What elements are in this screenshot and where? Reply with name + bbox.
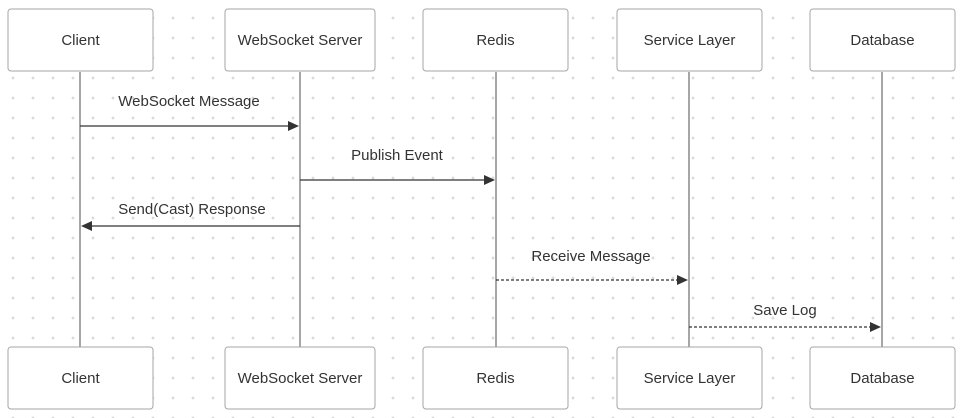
participant-label: Database (850, 32, 914, 49)
participant-websocket-server-bottom: WebSocket Server (224, 346, 376, 410)
participant-label: WebSocket Server (238, 370, 363, 387)
participant-label: Service Layer (644, 32, 736, 49)
participant-label: Client (61, 32, 100, 49)
participant-box (224, 346, 376, 410)
participant-redis-bottom: Redis (422, 346, 569, 410)
participants-bottom: Client WebSocket Server Redis Service La… (7, 346, 956, 410)
message-publish-event: Publish Event (300, 147, 495, 185)
participants-top: Client WebSocket Server Redis Service La… (7, 8, 956, 72)
message-websocket-message: WebSocket Message (80, 93, 299, 131)
participant-label: Database (850, 370, 914, 387)
arrowhead-right (870, 322, 881, 332)
message-label: WebSocket Message (118, 93, 259, 110)
participant-websocket-server-top: WebSocket Server (224, 8, 376, 72)
participant-box (422, 8, 569, 72)
message-label: Save Log (753, 302, 816, 319)
participant-label: Redis (476, 32, 514, 49)
participant-label: WebSocket Server (238, 32, 363, 49)
participant-box (616, 346, 763, 410)
arrowhead-right (677, 275, 688, 285)
arrowhead-left (81, 221, 92, 231)
message-save-log: Save Log (689, 302, 881, 332)
participant-box (224, 8, 376, 72)
participant-box (7, 8, 154, 72)
participant-box (809, 346, 956, 410)
lifelines (79, 72, 883, 347)
arrowhead-right (484, 175, 495, 185)
participant-box (809, 8, 956, 72)
participant-redis-top: Redis (422, 8, 569, 72)
participant-box (422, 346, 569, 410)
arrowhead-right (288, 121, 299, 131)
participant-label: Client (61, 370, 100, 387)
participant-database-bottom: Database (809, 346, 956, 410)
participant-label: Service Layer (644, 370, 736, 387)
message-receive-message: Receive Message (496, 248, 688, 285)
participant-service-layer-bottom: Service Layer (616, 346, 763, 410)
participant-database-top: Database (809, 8, 956, 72)
participant-box (7, 346, 154, 410)
message-label: Receive Message (531, 248, 650, 265)
message-label: Publish Event (351, 147, 444, 164)
participant-service-layer-top: Service Layer (616, 8, 763, 72)
participant-client-top: Client (7, 8, 154, 72)
messages: WebSocket Message Publish Event Send(Cas… (80, 93, 881, 332)
participant-box (616, 8, 763, 72)
message-label: Send(Cast) Response (118, 201, 266, 218)
participant-label: Redis (476, 370, 514, 387)
participant-client-bottom: Client (7, 346, 154, 410)
message-send-cast-response: Send(Cast) Response (81, 201, 300, 231)
